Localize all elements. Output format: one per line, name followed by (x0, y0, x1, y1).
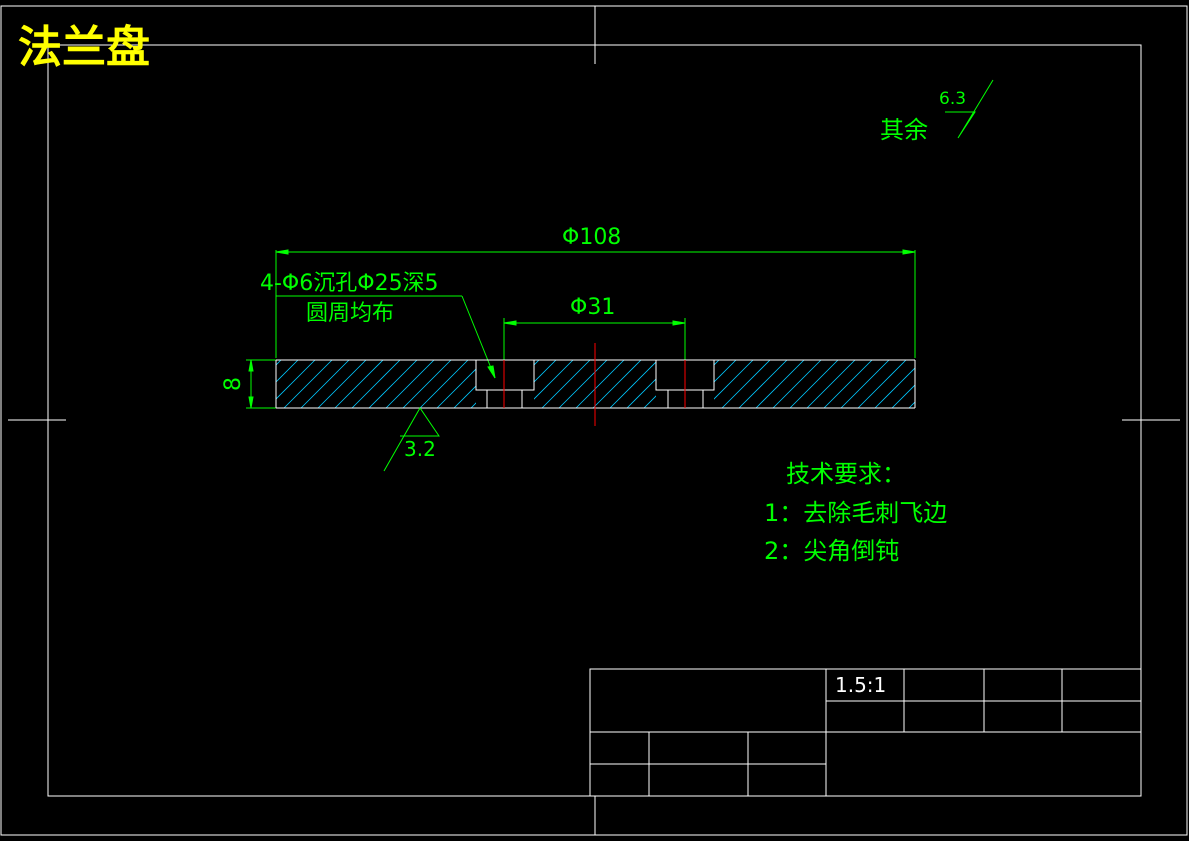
sheet-border (0, 5, 1188, 836)
roughness-label: 其余 (880, 116, 928, 144)
hatch-line (609, 361, 656, 408)
hatch-line (351, 360, 401, 408)
hatch-line (317, 360, 367, 408)
roughness-symbol (945, 79, 994, 139)
hatch-line (575, 360, 625, 408)
surface-roughness-bottom (383, 407, 440, 472)
section-hatch-middle (474, 360, 760, 408)
hole-callout-leader (276, 295, 496, 379)
bottom-roughness-value: 3.2 (404, 437, 436, 461)
scale-value: 1.5:1 (835, 673, 886, 697)
hatch-line (534, 360, 540, 366)
hatch-line (712, 360, 760, 408)
thickness-dimension (246, 359, 276, 409)
hatch-line (276, 360, 299, 383)
hatch-line (368, 360, 418, 408)
inner-diameter-dimension (503, 318, 686, 360)
hatch-line (926, 360, 974, 408)
hatch-line (522, 360, 570, 408)
hatch-line (592, 360, 642, 408)
outer-diameter-dimension (275, 249, 916, 358)
hatch-line (283, 360, 333, 408)
hatch-line (276, 360, 316, 400)
hatch-line (534, 360, 557, 383)
tech-requirement-2: 2：尖角倒钝 (764, 537, 899, 565)
tech-requirements-heading: 技术要求： (786, 460, 906, 488)
center-lines (503, 343, 686, 426)
hatch-line (874, 367, 915, 408)
inner-diameter-label: Φ31 (570, 295, 615, 320)
hatch-line (453, 385, 476, 408)
hatch-line (714, 360, 754, 400)
hatch-line (626, 378, 656, 408)
hatch-line (558, 360, 608, 408)
hatch-line (534, 360, 574, 400)
hatch-line (806, 360, 856, 408)
hatch-line (419, 360, 469, 408)
outer-diameter-label: Φ108 (562, 225, 621, 250)
tech-requirement-1: 1：去除毛刺飞边 (764, 499, 947, 527)
hatch-line (541, 360, 591, 408)
hatch-line (857, 360, 907, 408)
hatch-line (908, 401, 915, 408)
hatch-line (643, 395, 656, 408)
hatch-line (840, 360, 890, 408)
hatch-line (470, 402, 476, 408)
section-hatch-right (654, 360, 1008, 408)
hatch-line (654, 360, 702, 408)
hatch-line (300, 360, 350, 408)
hatch-line (505, 360, 553, 408)
hatch-line (755, 360, 805, 408)
hatch-line (334, 360, 384, 408)
hatch-line (772, 360, 822, 408)
section-hatch-left (276, 360, 570, 408)
hatch-line (738, 360, 788, 408)
hatch-line (714, 360, 737, 383)
hatch-line (474, 360, 522, 408)
hatch-line (891, 384, 915, 408)
hatch-line (943, 360, 991, 408)
hatch-line (695, 360, 743, 408)
title-block (589, 668, 1142, 797)
drawing-title: 法兰盘 (18, 22, 150, 73)
hatch-line (721, 360, 771, 408)
hole-callout-line1: 4-Φ6沉孔Φ25深5 (260, 271, 439, 296)
hatch-line (385, 360, 435, 408)
surface-roughness-general: 其余 6.3 (880, 79, 994, 144)
hatch-line (714, 360, 720, 366)
hatch-line (488, 360, 536, 408)
centering-marks (8, 6, 1180, 835)
roughness-value: 6.3 (939, 89, 966, 109)
hatch-line (823, 360, 873, 408)
hole-callout-line2: 圆周均布 (306, 301, 394, 326)
hatch-line (789, 360, 839, 408)
hatch-line (960, 360, 1008, 408)
hatch-line (402, 360, 452, 408)
hatch-line (436, 368, 476, 408)
thickness-label: 8 (221, 377, 246, 391)
